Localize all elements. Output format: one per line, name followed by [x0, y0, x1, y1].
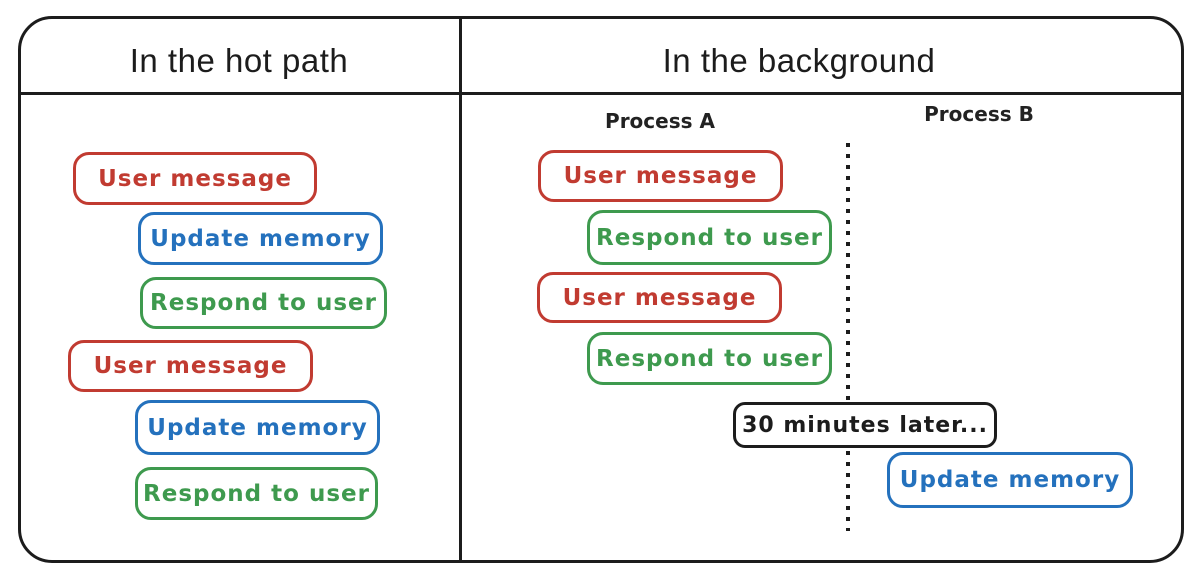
node-respond-to-user: Respond to user: [140, 277, 387, 329]
process-b-label: Process B: [924, 102, 1034, 126]
node-user-message: User message: [537, 272, 782, 323]
node-respond-to-user: Respond to user: [587, 332, 832, 385]
process-divider-dotted-line: [846, 143, 850, 531]
node-user-message: User message: [68, 340, 313, 392]
node-user-message: User message: [73, 152, 317, 205]
right-panel-title: In the background: [662, 42, 936, 79]
node-update-memory: Update memory: [138, 212, 383, 265]
left-panel-title: In the hot path: [129, 42, 349, 79]
node-update-memory: Update memory: [887, 452, 1133, 508]
node-respond-to-user: Respond to user: [587, 210, 832, 265]
process-a-label: Process A: [605, 109, 715, 133]
header-separator-line: [18, 92, 1181, 95]
node-30-minutes-later: 30 minutes later...: [733, 402, 997, 448]
node-respond-to-user: Respond to user: [135, 467, 378, 520]
node-update-memory: Update memory: [135, 400, 380, 455]
panel-divider-line: [459, 16, 462, 560]
diagram-frame: [18, 16, 1184, 563]
node-user-message: User message: [538, 150, 783, 202]
